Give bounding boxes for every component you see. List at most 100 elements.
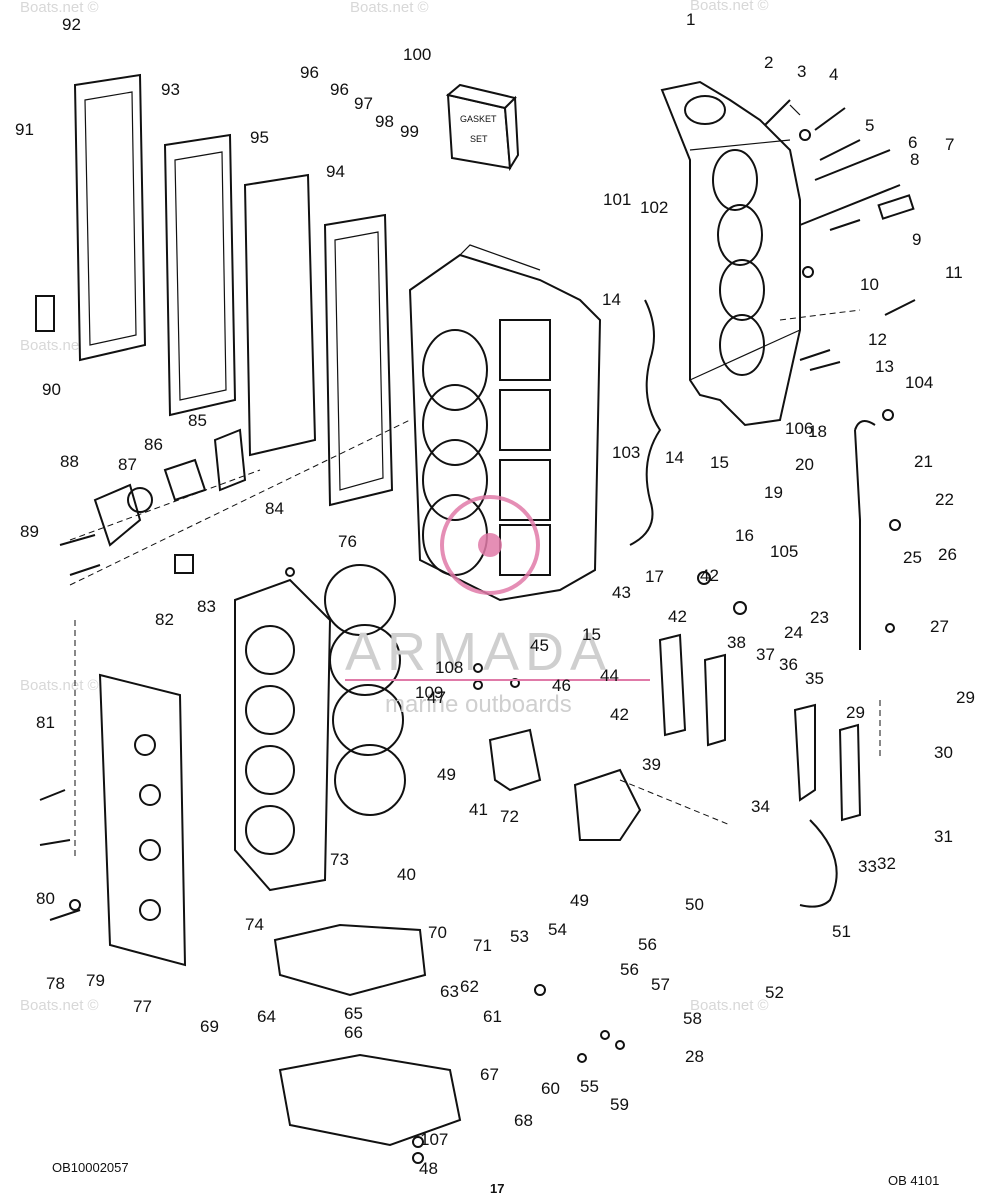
callout-label: 11	[945, 263, 963, 282]
callout-label: 96	[300, 63, 319, 82]
callout-label: 56	[620, 960, 639, 979]
callout-label: 49	[437, 765, 456, 784]
callout-label: 55	[580, 1077, 599, 1096]
hose-53-part	[799, 819, 838, 908]
callout-label: 40	[397, 865, 416, 884]
callout-label: 64	[257, 1007, 276, 1026]
callout-label: 17	[645, 567, 664, 586]
callout-label: 72	[500, 807, 519, 826]
callout-label: 89	[20, 522, 39, 541]
callout-label: 47	[427, 688, 446, 707]
callout-label: 4	[829, 65, 838, 84]
callout-label: 92	[62, 15, 81, 34]
callout-label: 15	[582, 625, 601, 644]
callout-label: 24	[784, 623, 803, 642]
callout-label: 54	[548, 920, 567, 939]
watermark-text: Boats.net ©	[20, 677, 99, 694]
callout-label: 66	[344, 1023, 363, 1042]
watermark-text: Boats.net ©	[350, 0, 429, 16]
callout-label: 101	[603, 190, 631, 209]
callout-label: 8	[910, 150, 919, 169]
callout-label: 78	[46, 974, 65, 993]
callout-label: 18	[808, 422, 827, 441]
callout-label: 102	[640, 198, 668, 217]
callout-label: 29	[956, 688, 975, 707]
callout-label: 62	[460, 977, 479, 996]
callout-label: 26	[938, 545, 957, 564]
gasket-box-label-1: GASKET	[460, 114, 497, 124]
callout-label: 106	[785, 419, 813, 438]
callout-label: 16	[735, 526, 754, 545]
cylinder-head-part	[234, 578, 332, 892]
callout-label: 42	[610, 705, 629, 724]
callout-label: 82	[155, 610, 174, 629]
gasket-box-label-2: SET	[470, 134, 488, 144]
armada-logo: ARMADA marine outboards	[345, 495, 650, 718]
callout-label: 34	[751, 797, 770, 816]
callout-label: 7	[945, 135, 954, 154]
head-gasket-part	[324, 564, 406, 816]
callout-label: 105	[770, 542, 798, 561]
callout-label: 83	[197, 597, 216, 616]
callout-label: 59	[610, 1095, 629, 1114]
callout-label: 98	[375, 112, 394, 131]
callout-label: 97	[354, 94, 373, 113]
callout-label: 15	[710, 453, 729, 472]
callout-label: 52	[765, 983, 784, 1002]
exhaust-cover-part	[273, 923, 427, 997]
callout-label: 77	[133, 997, 152, 1016]
callout-label: 67	[480, 1065, 499, 1084]
cover-50-part	[488, 728, 542, 792]
callout-label: 1	[686, 10, 695, 29]
callout-label: 79	[86, 971, 105, 990]
callout-label: 76	[338, 532, 357, 551]
throttle-shaft-part	[854, 429, 861, 650]
callout-label: 44	[600, 666, 619, 685]
dashed-guides	[69, 309, 881, 860]
doc-code-left: OB10002057	[52, 1160, 129, 1175]
link-44-part	[658, 633, 687, 737]
callout-label: 103	[612, 443, 640, 462]
gasket-stack	[35, 73, 394, 507]
callout-label: 19	[764, 483, 783, 502]
callout-label: 95	[250, 128, 269, 147]
page-number: 17	[490, 1181, 504, 1195]
callout-label: 104	[905, 373, 933, 392]
watermark-text: Boats.net ©	[690, 997, 769, 1014]
callout-label: 32	[877, 854, 896, 873]
callout-label: 80	[36, 889, 55, 908]
callout-label: 84	[265, 499, 284, 518]
callout-label: 86	[144, 435, 163, 454]
bracket-45	[629, 299, 662, 546]
callout-label: 58	[683, 1009, 702, 1028]
callout-label: 61	[483, 1007, 502, 1026]
callout-label: 25	[903, 548, 922, 567]
callout-label: 51	[832, 922, 851, 941]
callout-label: 71	[473, 936, 492, 955]
callout-label: 74	[245, 915, 264, 934]
callout-label: 73	[330, 850, 349, 869]
callout-label: 69	[200, 1017, 219, 1036]
callout-label: 94	[326, 162, 345, 181]
callout-label: 43	[612, 583, 631, 602]
callout-label: 99	[400, 122, 419, 141]
callout-label: 29	[846, 703, 865, 722]
callout-label: 100	[403, 45, 431, 64]
callout-label: 48	[419, 1159, 438, 1178]
bolts-left-lower	[39, 789, 81, 921]
callout-label: 14	[665, 448, 684, 467]
callout-label: 60	[541, 1079, 560, 1098]
callout-label: 9	[912, 230, 921, 249]
callout-label: 2	[764, 53, 773, 72]
doc-code-right: OB 4101	[888, 1173, 939, 1188]
cover-plate-part	[98, 673, 187, 967]
callout-label: 46	[552, 676, 571, 695]
callout-label: 108	[435, 658, 463, 677]
callout-label: 27	[930, 617, 949, 636]
callout-label: 49	[570, 891, 589, 910]
callout-label: 13	[875, 357, 894, 376]
thermostat-group	[59, 428, 247, 576]
hardware-dots	[285, 409, 901, 1164]
callout-label: 38	[727, 633, 746, 652]
callout-label: 90	[42, 380, 61, 399]
